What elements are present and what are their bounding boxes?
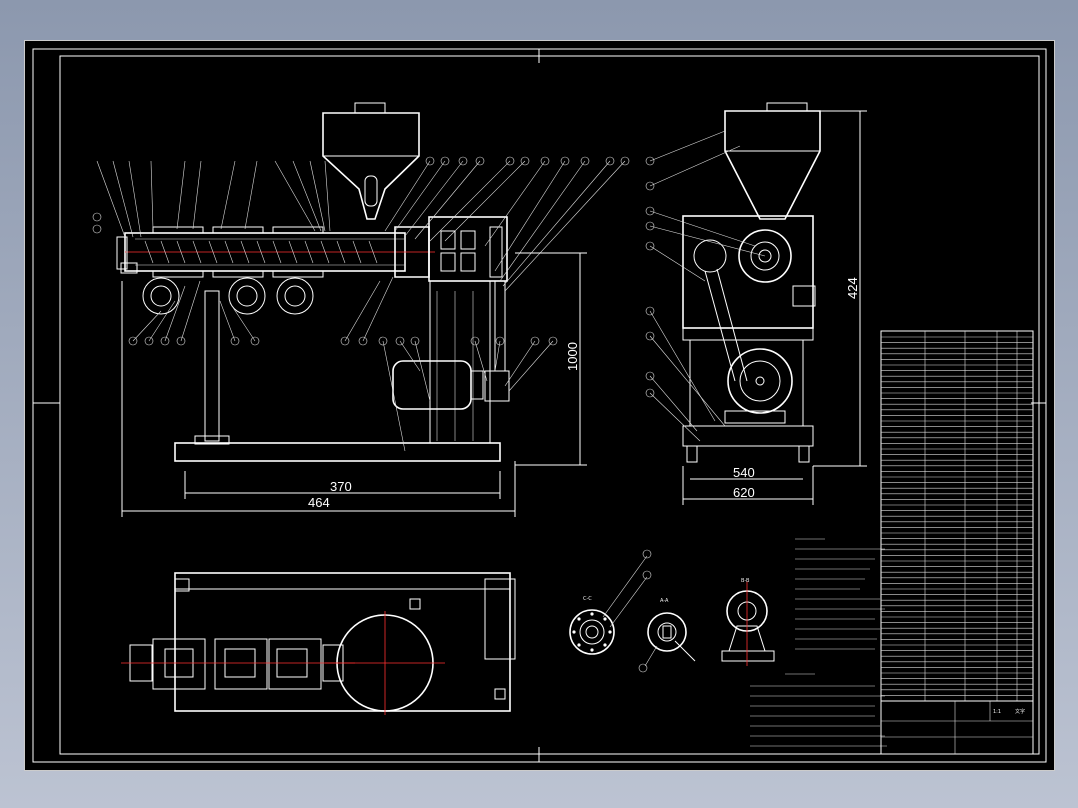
inner-frame: [32, 48, 1047, 763]
technical-notes: [750, 538, 887, 747]
drawing-border: [59, 55, 1040, 755]
dimension-540: 540: [733, 465, 755, 480]
dimension-370: 370: [330, 479, 352, 494]
section-cc: C-C: [569, 549, 652, 655]
title-sheet: 文字: [1015, 708, 1025, 715]
dimension-620: 620: [733, 485, 755, 500]
front-view: 370 464 1000: [92, 102, 630, 517]
dimension-424: 424: [845, 277, 860, 299]
side-view: 424 540 620: [645, 102, 867, 505]
cad-drawing: 370 464 1000: [32, 48, 1047, 763]
dimension-464: 464: [308, 495, 330, 510]
section-bb: B-B: [721, 578, 775, 666]
section-label-cc: C-C: [583, 596, 592, 602]
title-scale: 1:1: [993, 709, 1001, 715]
drawing-sheet: 370 464 1000: [24, 40, 1055, 771]
section-label-bb: B-B: [741, 578, 750, 584]
dimension-1000: 1000: [565, 342, 580, 371]
section-aa: A-A: [638, 598, 696, 673]
parts-list: 1:1 文字: [880, 330, 1034, 755]
top-view: [121, 572, 516, 715]
section-label-aa: A-A: [660, 598, 669, 604]
